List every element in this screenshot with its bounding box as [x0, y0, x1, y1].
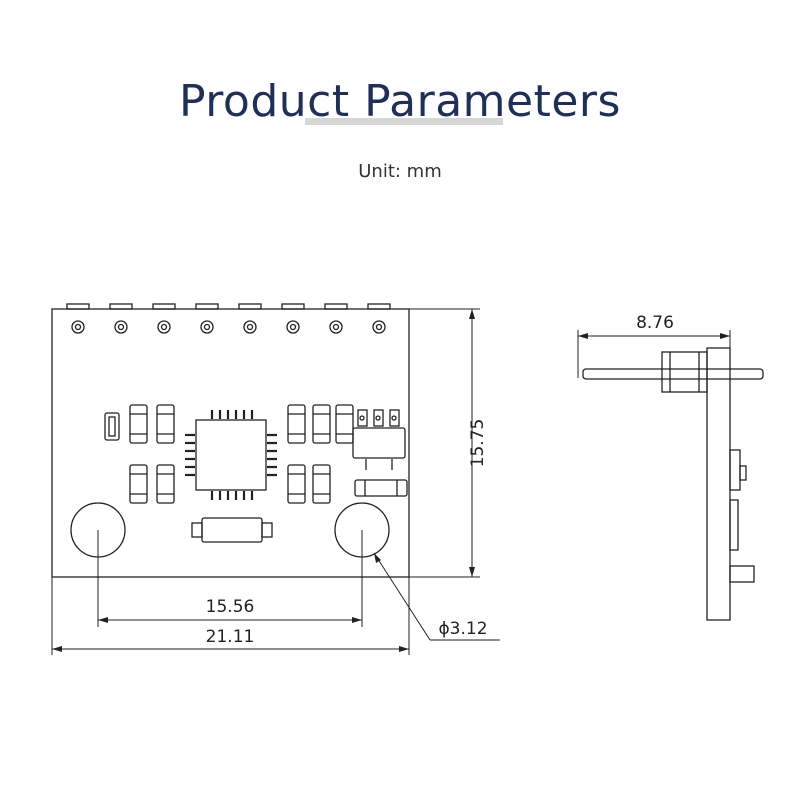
pcb-outline [51, 308, 410, 578]
dimension-lines [51, 308, 500, 655]
dim-side-depth-label: 8.76 [636, 313, 674, 333]
unit-label: Unit: mm [358, 161, 442, 182]
title-underline-accent [305, 118, 503, 125]
pcb-front-view [51, 303, 410, 578]
pin-header-tabs [66, 303, 391, 310]
dimension-arrows [52, 309, 475, 652]
header-pin [582, 368, 764, 380]
side-board [706, 347, 731, 621]
pin-pads [71, 320, 386, 334]
side-component-1 [729, 449, 741, 491]
dim-height-label: 15.75 [468, 419, 488, 468]
dim-width-label: 21.11 [206, 627, 255, 647]
passive-components [104, 404, 408, 543]
pcb-side-view [577, 330, 764, 621]
dim-hole-diameter-label: ϕ3.12 [438, 619, 487, 639]
dim-hole-spacing-label: 15.56 [206, 597, 255, 617]
pin-plastic-housing [661, 351, 708, 393]
side-component-3 [729, 565, 755, 583]
mounting-holes [70, 502, 390, 558]
side-component-2 [729, 499, 739, 551]
sot-regulator [352, 409, 406, 470]
qfn-chip [185, 410, 277, 500]
side-dimension [577, 330, 731, 378]
